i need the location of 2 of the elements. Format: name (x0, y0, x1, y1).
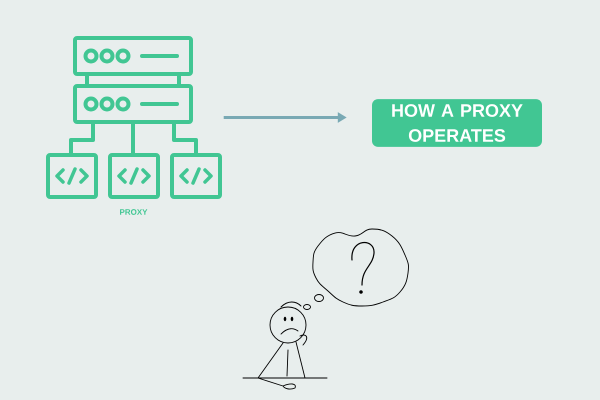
title-box: HOW A PROXY OPERATES (372, 99, 542, 147)
node-label: PROXY (120, 209, 148, 215)
